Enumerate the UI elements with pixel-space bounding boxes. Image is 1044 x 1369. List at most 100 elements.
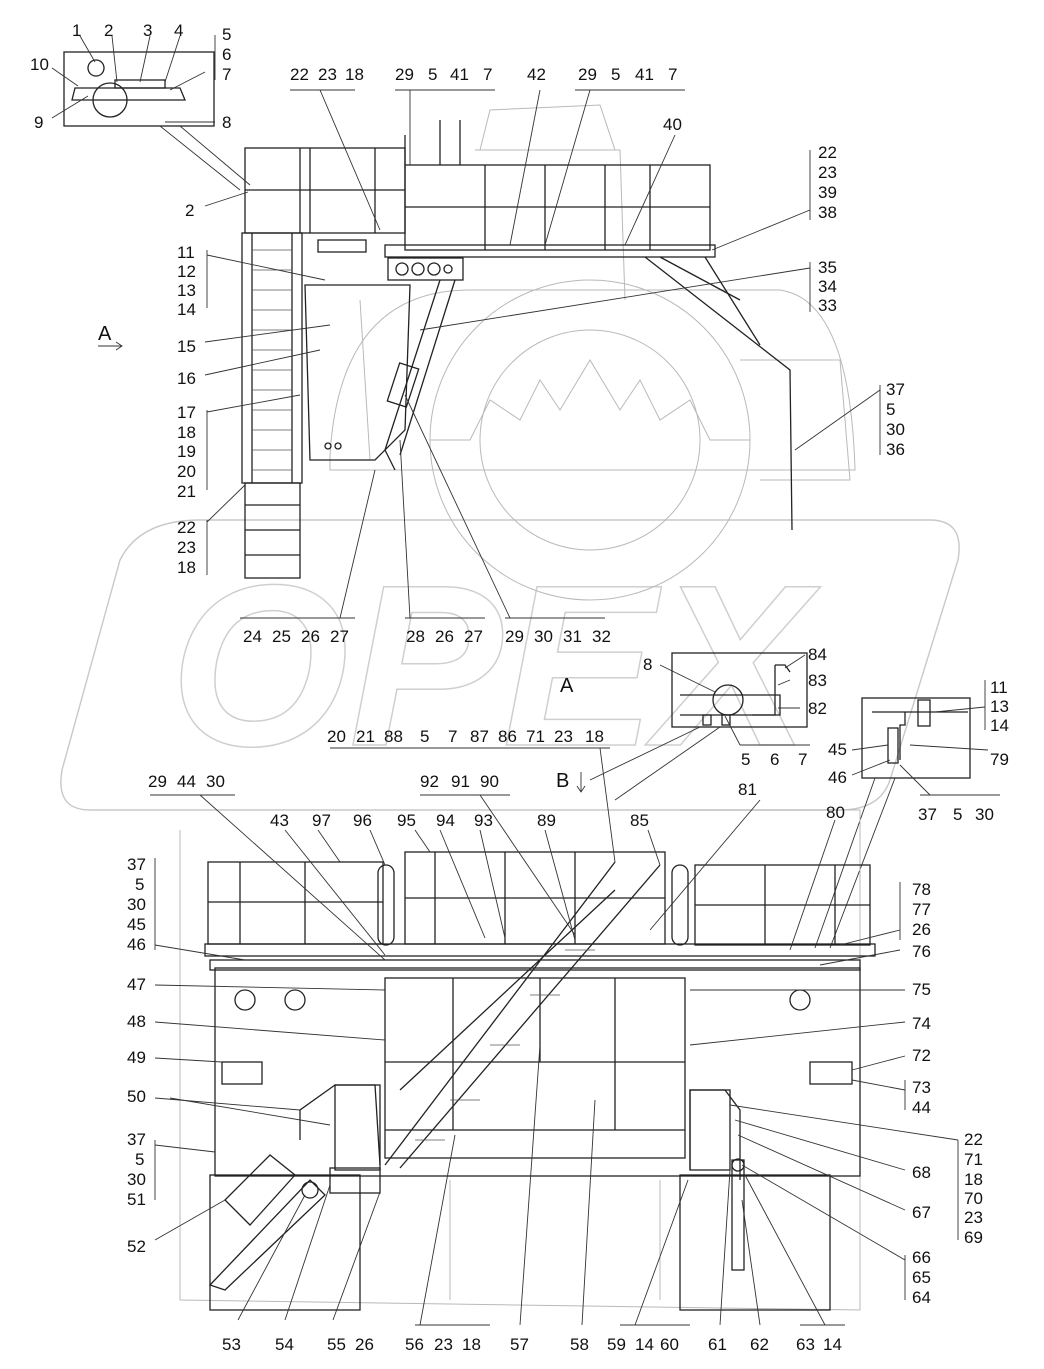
callout: 59 [607, 1335, 626, 1354]
callout: 37 [886, 380, 905, 399]
callout: 7 [668, 65, 677, 84]
callout: 29 [395, 65, 414, 84]
callout: 3 [143, 21, 152, 40]
callout: 83 [808, 671, 827, 690]
callout: 87 [470, 727, 489, 746]
callout: 29 [578, 65, 597, 84]
callout: 22 [290, 65, 309, 84]
callout: 14 [635, 1335, 654, 1354]
callout: 6 [770, 750, 779, 769]
callout: 14 [990, 716, 1009, 735]
callout: 79 [990, 750, 1009, 769]
callout: 18 [462, 1335, 481, 1354]
callout: 33 [818, 296, 837, 315]
callout: 8 [643, 655, 652, 674]
callout: 29 [148, 772, 167, 791]
callout: 5 [135, 875, 144, 894]
view-marker-a: A [98, 323, 112, 345]
callout: 25 [272, 627, 291, 646]
front-view-labels: 20 21 88 5 7 87 86 71 23 18 B 29 44 30 9… [127, 727, 983, 1354]
detail-right-drawing [814, 697, 971, 949]
top-view-leaders [51, 35, 881, 619]
callout: 26 [355, 1335, 374, 1354]
detail-a-title: A [560, 675, 574, 697]
callout: 66 [912, 1248, 931, 1267]
callout: 34 [818, 277, 837, 296]
callout: 37 [127, 855, 146, 874]
callout: 5 [611, 65, 620, 84]
callout: 32 [592, 627, 611, 646]
callout: 42 [527, 65, 546, 84]
callout: 18 [585, 727, 604, 746]
callout: 24 [243, 627, 262, 646]
callout: 17 [177, 403, 196, 422]
callout: 5 [953, 805, 962, 824]
callout: 20 [327, 727, 346, 746]
callout: 30 [127, 895, 146, 914]
callout: 82 [808, 699, 827, 718]
callout: 41 [635, 65, 654, 84]
callout: 26 [301, 627, 320, 646]
callout: 2 [185, 201, 194, 220]
callout: 5 [222, 25, 231, 44]
callout: 56 [405, 1335, 424, 1354]
callout: 93 [474, 811, 493, 830]
callout: 70 [964, 1189, 983, 1208]
callout: 44 [177, 772, 196, 791]
callout: 51 [127, 1190, 146, 1209]
callout: 64 [912, 1288, 931, 1307]
callout: 94 [436, 811, 455, 830]
callout: 16 [177, 369, 196, 388]
callout: 89 [537, 811, 556, 830]
view-marker-b: B [556, 770, 569, 792]
callout: 40 [663, 115, 682, 134]
callout: 45 [127, 915, 146, 934]
callout: 58 [570, 1335, 589, 1354]
callout: 97 [312, 811, 331, 830]
callout: 18 [177, 558, 196, 577]
callout: 5 [135, 1150, 144, 1169]
callout: 5 [420, 727, 429, 746]
callout: 23 [434, 1335, 453, 1354]
callout: 26 [912, 920, 931, 939]
callout: 28 [406, 627, 425, 646]
callout: 85 [630, 811, 649, 830]
opex-watermark: OPEX [60, 519, 960, 811]
callout: 22 [177, 518, 196, 537]
callout: 5 [428, 65, 437, 84]
callout: 91 [451, 772, 470, 791]
callout: 84 [808, 645, 827, 664]
callout: 4 [174, 21, 183, 40]
callout: 46 [828, 768, 847, 787]
callout: 18 [177, 423, 196, 442]
callout: 11 [990, 678, 1008, 697]
callout: 11 [177, 243, 195, 262]
callout: 54 [275, 1335, 294, 1354]
callout: 5 [886, 400, 895, 419]
front-view-leaders [150, 747, 959, 1326]
callout: 20 [177, 462, 196, 481]
callout: 23 [554, 727, 573, 746]
callout: 7 [222, 65, 231, 84]
callout: 23 [964, 1208, 983, 1227]
callout: 55 [327, 1335, 346, 1354]
detail-right-labels: 11 13 14 45 46 79 37 5 30 [828, 678, 1009, 824]
callout: 7 [483, 65, 492, 84]
callout: 37 [127, 1130, 146, 1149]
callout: 7 [448, 727, 457, 746]
callout: 65 [912, 1268, 931, 1287]
callout: 72 [912, 1046, 931, 1065]
svg-text:OPEX: OPEX [170, 537, 821, 794]
callout: 6 [222, 45, 231, 64]
callout: 26 [435, 627, 454, 646]
callout: 30 [127, 1170, 146, 1189]
callout: 73 [912, 1078, 931, 1097]
callout: 30 [206, 772, 225, 791]
callout: 52 [127, 1237, 146, 1256]
callout: 21 [356, 727, 375, 746]
callout: 22 [964, 1130, 983, 1149]
callout: 92 [420, 772, 439, 791]
callout: 27 [464, 627, 483, 646]
callout: 77 [912, 900, 931, 919]
